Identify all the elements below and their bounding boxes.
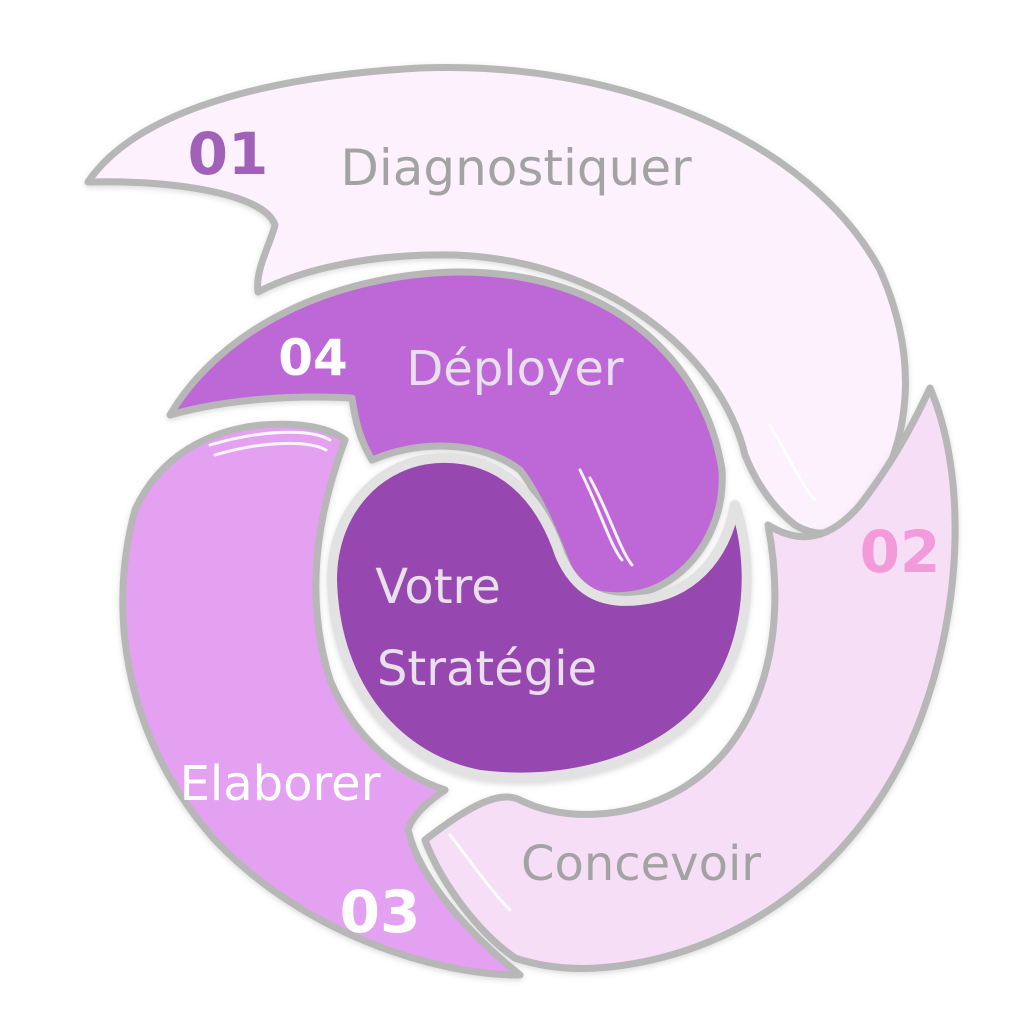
center-title-line2: Stratégie: [377, 641, 597, 697]
segment-01-diagnostiquer: [84, 63, 909, 537]
step-number-04: 04: [278, 329, 348, 387]
step-number-01: 01: [188, 120, 269, 188]
step-number-02: 02: [860, 518, 941, 586]
swirl-accent-lines: [208, 423, 817, 912]
segment-02-concevoir: [421, 384, 959, 973]
step-label-concevoir: Concevoir: [521, 836, 761, 892]
center-title-line1: Votre: [375, 559, 501, 615]
step-label-deployer: Déployer: [406, 341, 624, 397]
center-votre-strategie: [327, 452, 752, 783]
step-label-diagnostiquer: Diagnostiquer: [340, 139, 692, 197]
step-number-03: 03: [340, 878, 421, 946]
segment-03-elaborer: [119, 420, 524, 979]
step-label-elaborer: Elaborer: [180, 756, 381, 812]
segment-04-deployer: [166, 268, 726, 600]
